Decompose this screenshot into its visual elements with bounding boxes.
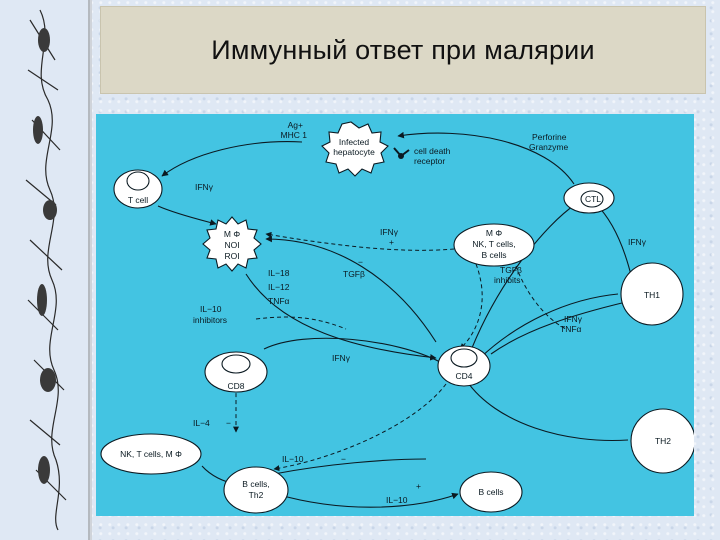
cell-death-receptor-icon [393, 147, 410, 159]
edge-il10-inhibitors-dash [255, 316, 347, 330]
ifn-tnf-label-1: IFNγ [564, 314, 583, 324]
macrophage-label-2: NOI [224, 240, 239, 250]
il10-mid-label: IL−10 [282, 454, 304, 464]
ctl-label: CTL [585, 194, 601, 204]
edge-ctl-hepatocyte [397, 131, 575, 185]
cd8-label: CD8 [227, 381, 244, 391]
node-nk-group: NK, T cells, M Φ [100, 433, 202, 475]
plus-bottom-label: + [416, 481, 421, 491]
perforine-label: Perforine [532, 132, 567, 142]
edge-cd4-th2 [465, 379, 629, 442]
edge-th1-ifn [595, 203, 633, 280]
tgf-mid-label: TGFβ [343, 269, 365, 279]
t-cell-label: T cell [128, 195, 148, 205]
ifn-top-label: IFNγ [380, 227, 399, 237]
node-th1: TH1 [620, 262, 684, 326]
ifn-tcell-label: IFNγ [195, 182, 214, 192]
edge-macrophage-cd4 [245, 273, 437, 361]
tgf-inhibits-label-1: TGFβ [500, 265, 522, 275]
edge-cd4-th1 [479, 293, 619, 359]
il18-label: IL−18 [268, 268, 290, 278]
node-ctl: CTL [563, 182, 615, 214]
node-cd8: CD8 [204, 351, 268, 393]
minus-il10-label: − [341, 454, 346, 464]
ifn-ctl-label: IFNγ [628, 237, 647, 247]
edge-mphi-macrophage-dash [265, 231, 455, 251]
tnf-label: TNFα [268, 296, 290, 306]
edges [157, 131, 633, 508]
node-th2: TH2 [630, 408, 694, 474]
node-t-cell: T cell [113, 169, 163, 209]
node-infected-hepatocyte: Infected hepatocyte [321, 121, 389, 177]
edge-cd4-cd8 [263, 337, 441, 363]
b-th2-label-1: B cells, [242, 479, 269, 489]
b-th2-label-2: Th2 [249, 490, 264, 500]
mphi-group-label-1: M Φ [486, 228, 502, 238]
tgf-inhibits-label-2: inhibits [494, 275, 520, 285]
node-mphi-group: M Φ NK, T cells, B cells [453, 223, 535, 267]
ifn-cd4-label: IFNγ [332, 353, 351, 363]
minus-top-label: − [358, 257, 363, 267]
edge-labels: Ag+ MHC 1 cell death receptor Perforine … [193, 120, 647, 505]
edge-tgf-dash [515, 265, 567, 330]
edge-th1-cd4 [490, 301, 627, 355]
diagram: Infected hepatocyte T cell M Φ NOI ROI C… [96, 114, 694, 516]
hepatocyte-label-1: Infected [339, 137, 370, 147]
page-title: Иммунный ответ при малярии [211, 34, 595, 65]
mphi-group-label-3: B cells [481, 250, 506, 260]
cd4-label: CD4 [455, 371, 472, 381]
edge-hepatocyte-tcell [161, 141, 303, 177]
edge-il10-mid [273, 458, 427, 475]
edge-bth2-bcells [275, 492, 459, 508]
macrophage-label-1: M Φ [224, 229, 240, 239]
il10-bottom-label: IL−10 [386, 495, 408, 505]
hepatocyte-label-2: hepatocyte [333, 147, 375, 157]
il10-inhibitors-label-2: inhibitors [193, 315, 227, 325]
il10-inhibitors-label-1: IL−10 [200, 304, 222, 314]
edge-mphi-cd4-dash [459, 263, 483, 350]
edge-tcell-macrophage [157, 205, 217, 226]
cell-death-label-1: cell death [414, 146, 451, 156]
mphi-group-label-2: NK, T cells, [472, 239, 515, 249]
node-b-th2: B cells, Th2 [223, 466, 289, 514]
minus-il4-label: − [226, 418, 231, 428]
il12-label: IL−12 [268, 282, 290, 292]
th2-label: TH2 [655, 436, 671, 446]
node-macrophage: M Φ NOI ROI [202, 216, 262, 272]
edge-cd4-macrophage [265, 235, 437, 343]
decorative-strip [0, 0, 92, 540]
b-cells-label: B cells [478, 487, 503, 497]
node-b-cells: B cells [459, 471, 523, 513]
mhc-label: MHC 1 [281, 130, 308, 140]
plus-top-label: + [389, 237, 394, 247]
ag-label: Ag+ [288, 120, 303, 130]
ifn-tnf-label-2: TNFα [560, 324, 582, 334]
macrophage-label-3: ROI [224, 251, 239, 261]
title-box: Иммунный ответ при малярии [100, 6, 706, 94]
nk-group-label: NK, T cells, M Φ [120, 449, 182, 459]
il4-label: IL−4 [193, 418, 210, 428]
node-cd4: CD4 [437, 345, 491, 387]
edge-cd4-bth2-dash [273, 383, 447, 472]
granzyme-label: Granzyme [529, 142, 568, 152]
cell-death-label-2: receptor [414, 156, 445, 166]
th1-label: TH1 [644, 290, 660, 300]
